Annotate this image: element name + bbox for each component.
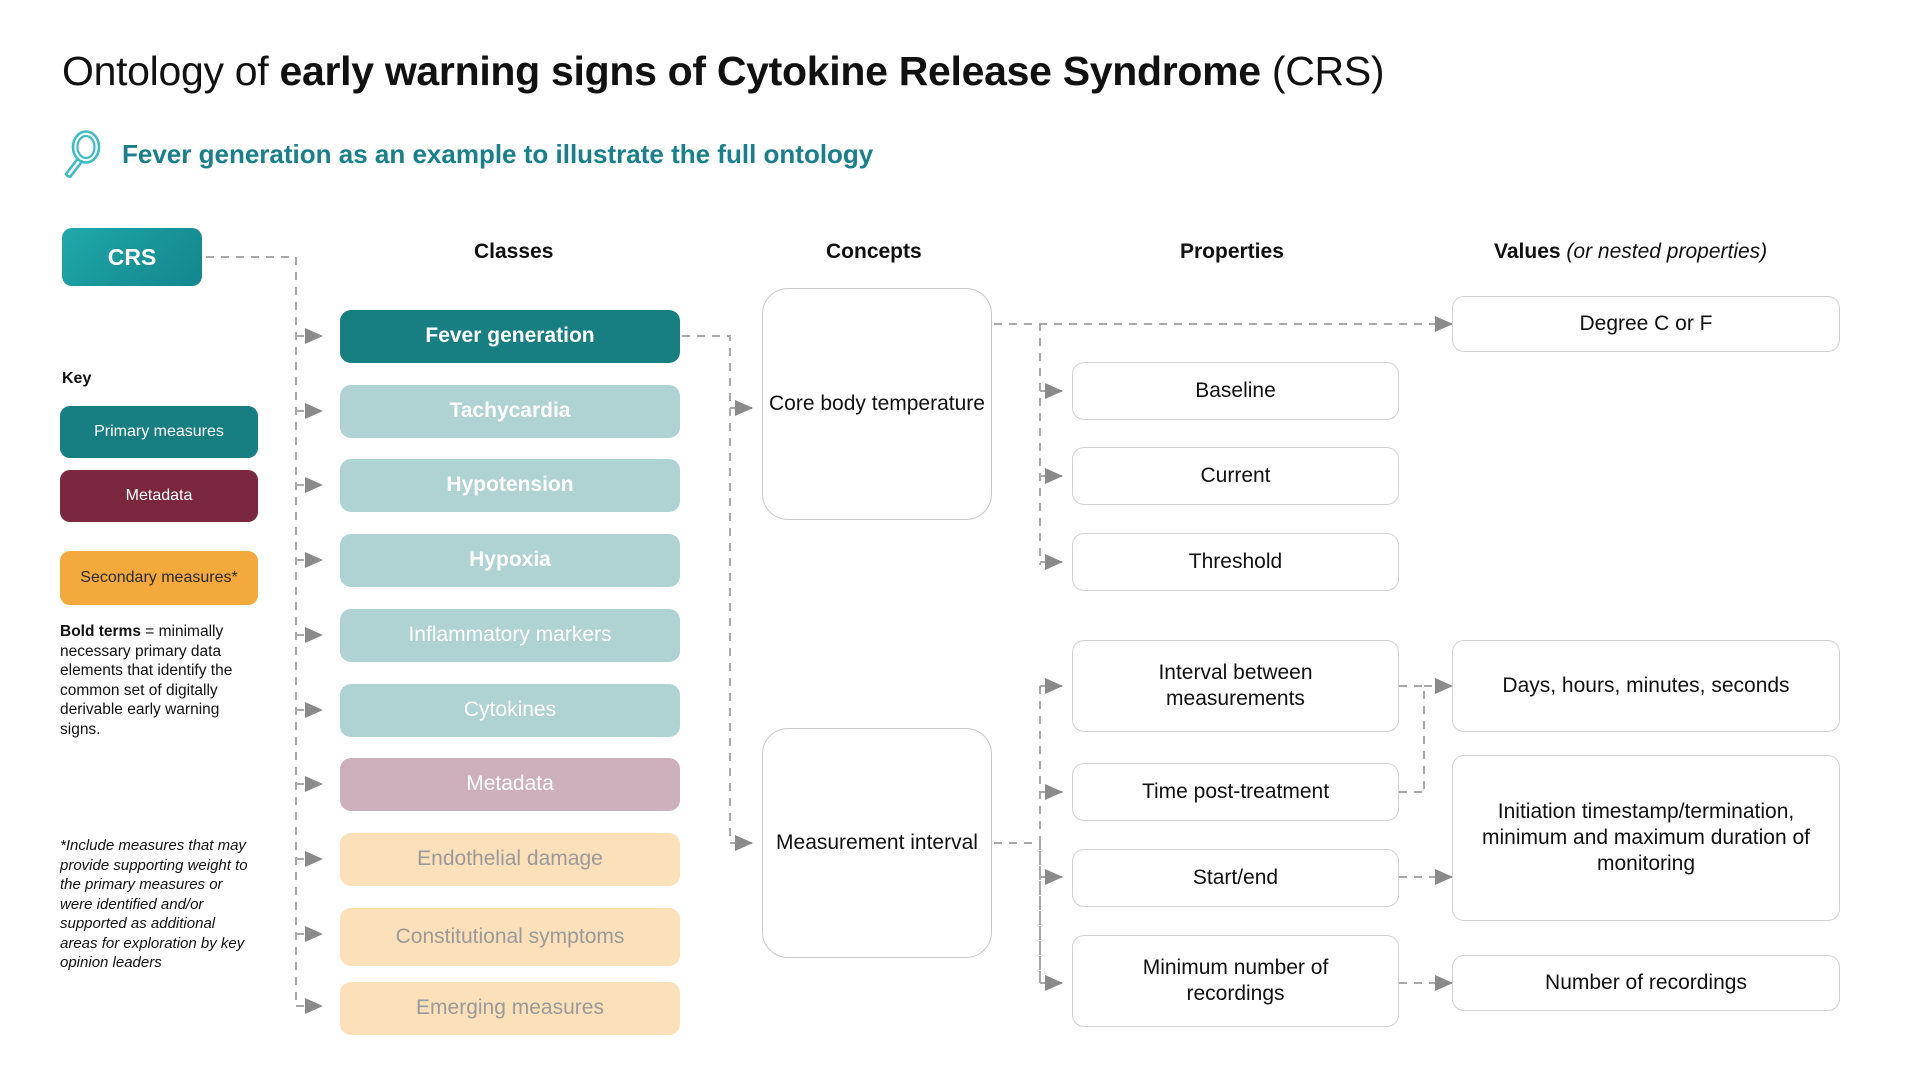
column-header-concepts: Concepts [826,240,922,263]
property-start-end[interactable]: Start/end [1072,849,1399,907]
key-footnote: *Include measures that may provide suppo… [60,837,248,971]
class-endothelial-damage[interactable]: Endothelial damage [340,833,680,886]
class-tachycardia[interactable]: Tachycardia [340,385,680,438]
concept-measurement-interval[interactable]: Measurement interval [762,728,992,958]
property-time-post-treatment[interactable]: Time post-treatment [1072,763,1399,821]
title-prefix: Ontology of [62,48,280,94]
key-item-secondary-measures: Secondary measures* [60,551,258,605]
root-node-crs[interactable]: CRS [62,228,202,286]
class-cytokines[interactable]: Cytokines [340,684,680,737]
property-minimum-number-of-recordings[interactable]: Minimum number of recordings [1072,935,1399,1027]
class-emerging-measures[interactable]: Emerging measures [340,982,680,1035]
property-threshold[interactable]: Threshold [1072,533,1399,591]
class-metadata[interactable]: Metadata [340,758,680,811]
class-hypotension[interactable]: Hypotension [340,459,680,512]
page-title: Ontology of early warning signs of Cytok… [62,48,1385,95]
property-baseline[interactable]: Baseline [1072,362,1399,420]
concept-core-body-temperature[interactable]: Core body temperature [762,288,992,520]
key-note-bold: Bold terms [60,623,141,640]
key-item-metadata: Metadata [60,470,258,522]
key-note: Bold terms = minimally necessary primary… [60,622,260,739]
column-header-values: Values (or nested properties) [1494,240,1767,264]
values-label: Values [1494,240,1561,263]
class-inflammatory-markers[interactable]: Inflammatory markers [340,609,680,662]
value-degree-c-or-f[interactable]: Degree C or F [1452,296,1840,352]
class-fever-generation[interactable]: Fever generation [340,310,680,363]
subtitle-row: Fever generation as an example to illust… [62,130,873,178]
key-note-rest: = minimally necessary primary data eleme… [60,623,233,738]
values-sublabel: (or nested properties) [1566,240,1768,263]
value-number-of-recordings[interactable]: Number of recordings [1452,955,1840,1011]
value-days-hours-minutes-seconds[interactable]: Days, hours, minutes, seconds [1452,640,1840,732]
class-hypoxia[interactable]: Hypoxia [340,534,680,587]
column-header-properties: Properties [1180,240,1284,263]
title-suffix: (CRS) [1260,48,1385,94]
class-constitutional-symptoms[interactable]: Constitutional symptoms [340,908,680,966]
subtitle: Fever generation as an example to illust… [122,138,874,169]
property-interval-between-measurements[interactable]: Interval between measurements [1072,640,1399,732]
key-item-primary-measures: Primary measures [60,406,258,458]
title-emphasis: early warning signs of Cytokine Release … [279,48,1261,94]
property-current[interactable]: Current [1072,447,1399,505]
value-initiation-timestamp[interactable]: Initiation timestamp/termination, minimu… [1452,755,1840,921]
magnifying-glass-icon [64,130,101,178]
column-header-classes: Classes [474,240,554,263]
key-title: Key [62,370,92,387]
